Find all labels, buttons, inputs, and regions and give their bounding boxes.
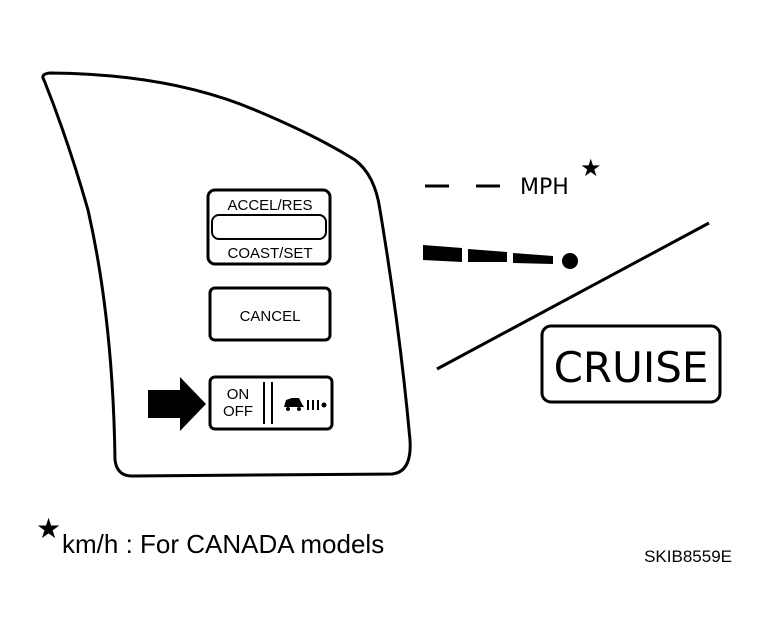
cruise-car-icon <box>284 398 327 411</box>
arrow-right-icon <box>148 377 206 431</box>
accel-res-label: ACCEL/RES <box>227 197 312 214</box>
on-label: ON <box>227 386 250 403</box>
cruise-label: CRUISE <box>554 343 709 392</box>
steering-spoke-outline <box>41 71 412 478</box>
speedometer-needle <box>423 245 578 269</box>
footnote-text: km/h : For CANADA models <box>62 529 384 559</box>
star-icon: ★ <box>580 155 602 182</box>
footnote: ★ km/h : For CANADA models <box>36 513 384 559</box>
separator-line <box>436 221 710 371</box>
off-label: OFF <box>223 403 253 420</box>
cancel-switch[interactable]: CANCEL <box>208 286 332 342</box>
figure-code: SKIB8559E <box>644 547 732 566</box>
on-off-switch[interactable]: ON OFF <box>208 375 334 431</box>
speed-indicator: MPH ★ <box>425 155 602 200</box>
coast-set-label: COAST/SET <box>227 245 312 262</box>
accel-coast-switch[interactable]: ACCEL/RES COAST/SET <box>206 188 332 266</box>
cancel-label: CANCEL <box>240 308 301 325</box>
cruise-indicator: CRUISE <box>540 324 722 404</box>
footnote-star-icon: ★ <box>36 513 61 544</box>
mph-label: MPH <box>520 175 569 200</box>
